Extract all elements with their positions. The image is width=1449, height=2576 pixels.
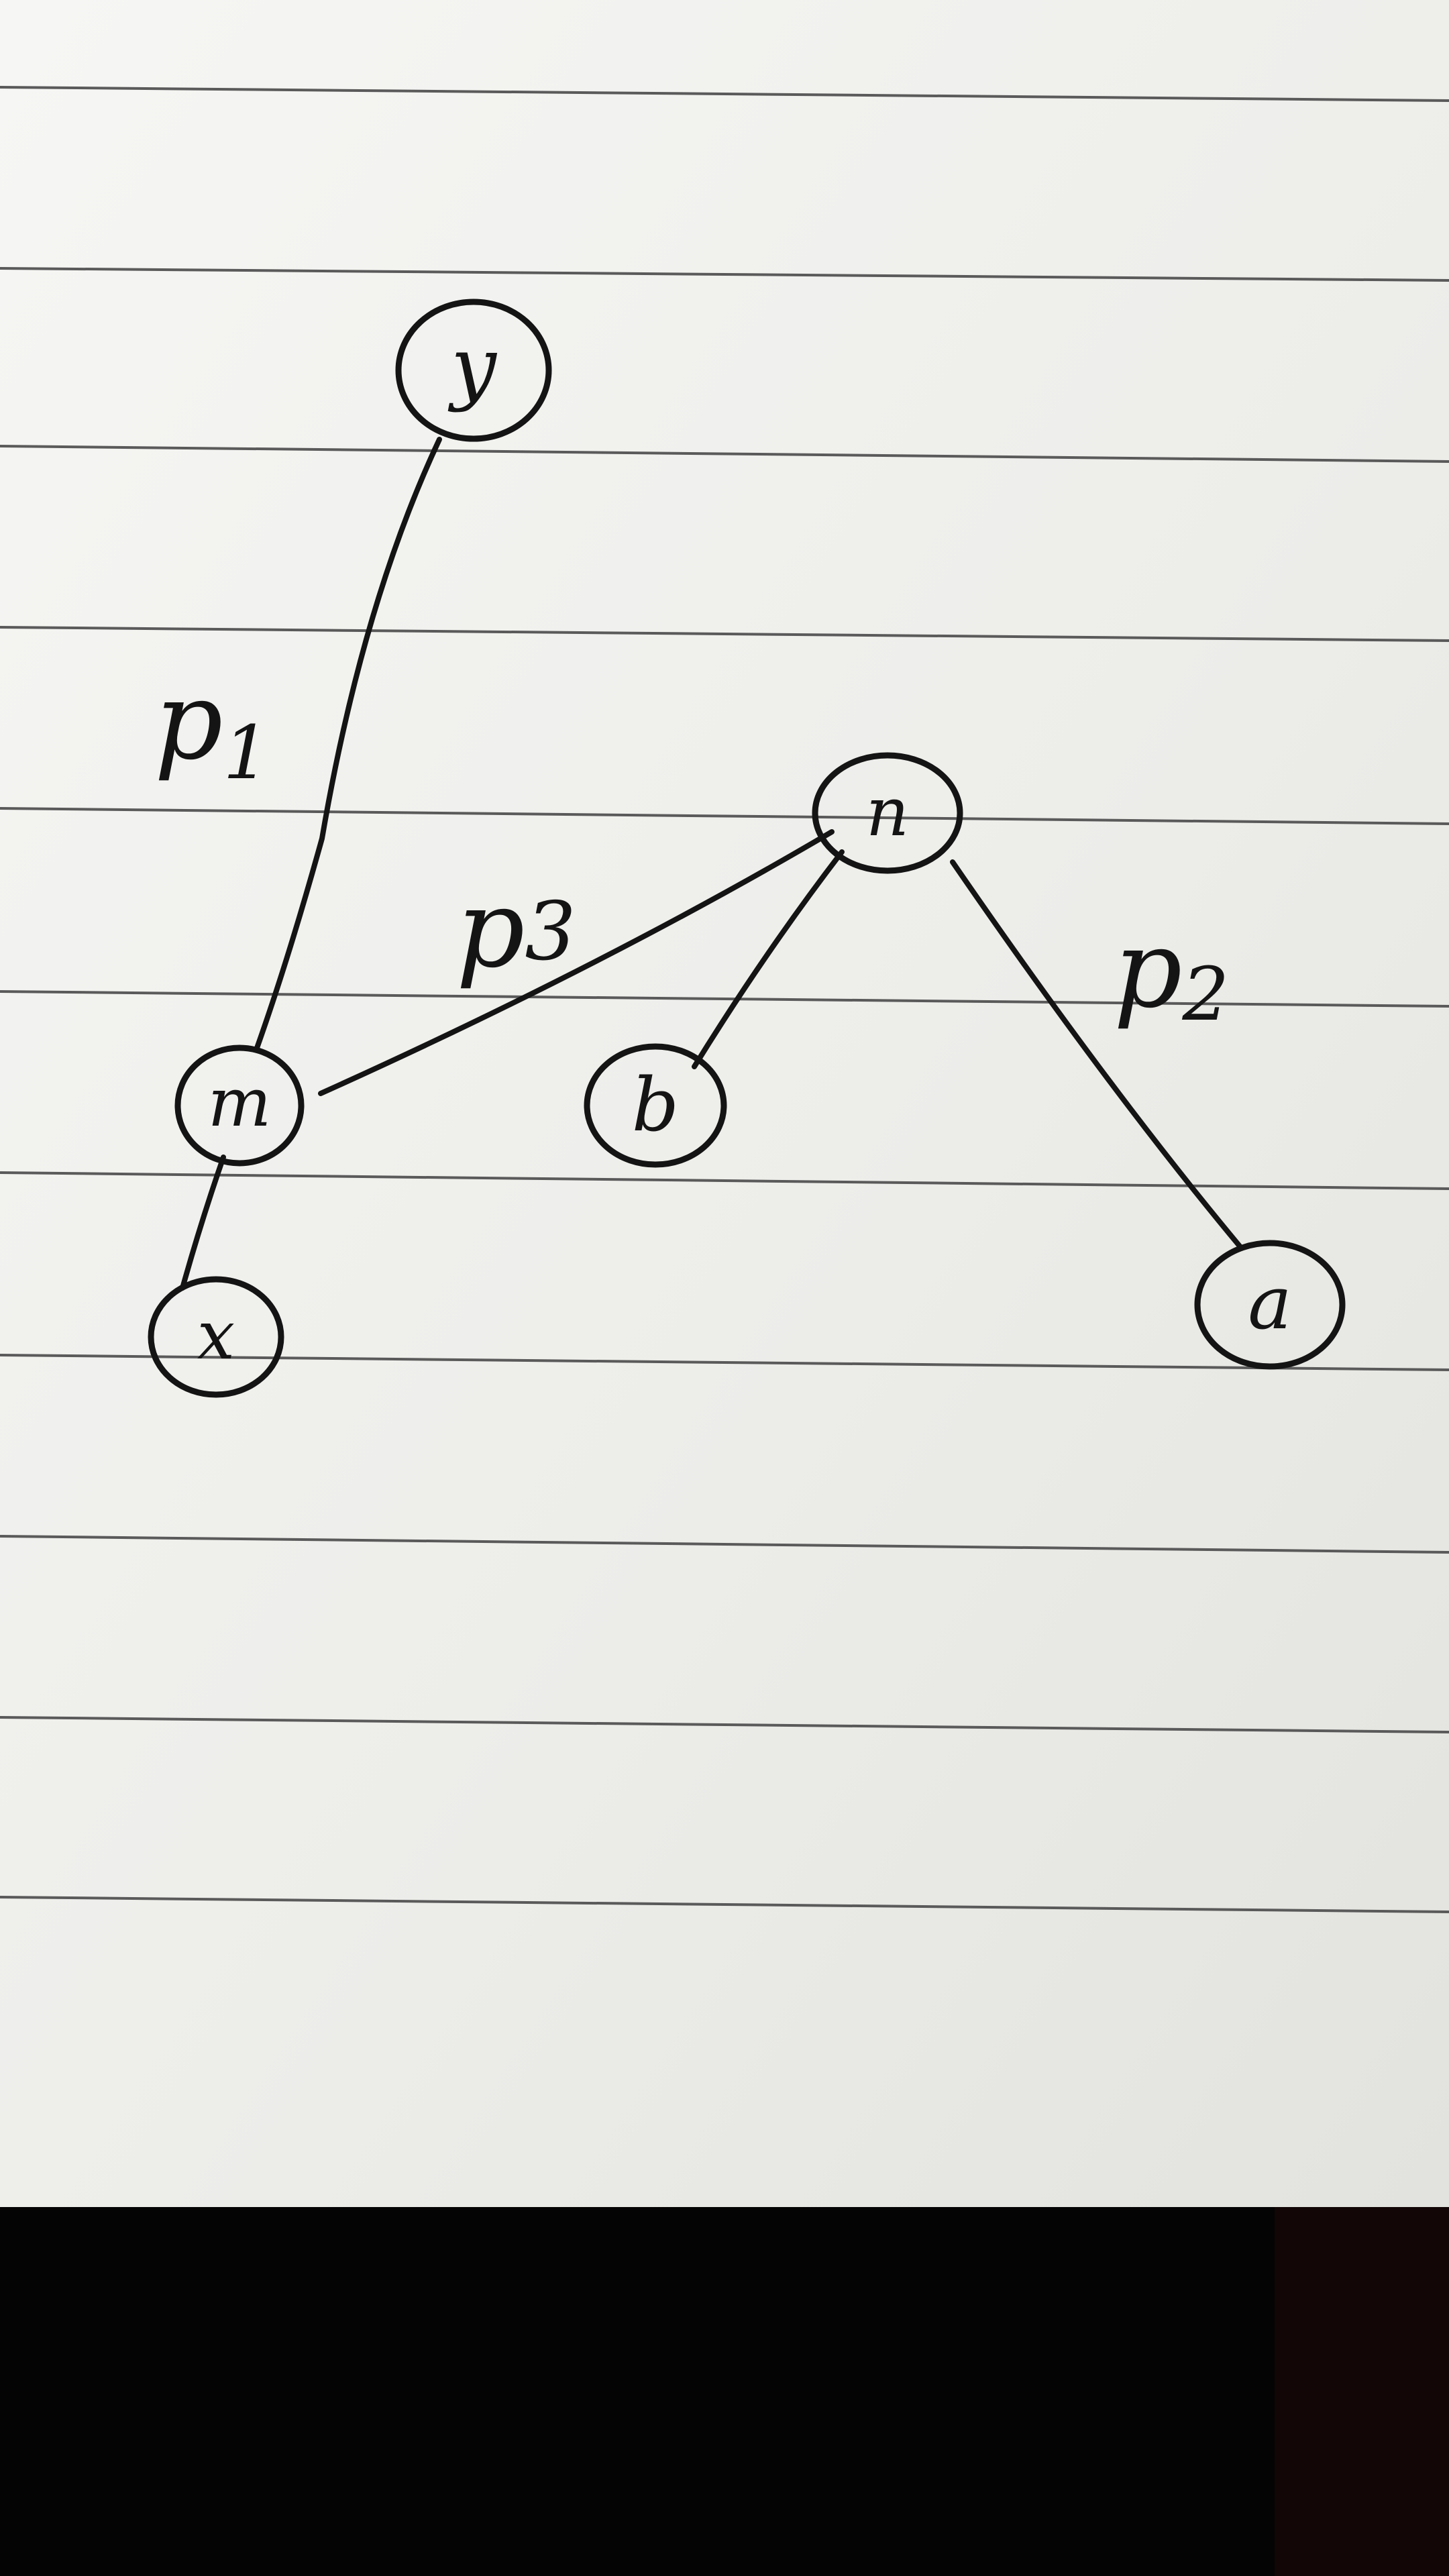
ruled-line: [0, 86, 1449, 102]
node-n-circle: [812, 752, 963, 874]
ruled-line: [0, 990, 1449, 1008]
node-a-label: a: [1248, 1260, 1292, 1346]
dark-background: [0, 2207, 1449, 2576]
edge-label-p2: p2: [1114, 906, 1229, 1037]
node-x-circle: [148, 1276, 284, 1398]
edge-y-m: [254, 437, 442, 1053]
node-labels: y m x n b a: [197, 321, 1292, 1375]
ruled-line: [0, 445, 1449, 463]
ruled-line: [0, 1171, 1449, 1190]
ruled-line: [0, 626, 1449, 642]
ruled-line: [0, 1535, 1449, 1554]
edge-label-p3: p3: [456, 866, 576, 991]
dark-background-reddish-corner: [1275, 2207, 1449, 2576]
node-n-label: n: [866, 773, 909, 851]
edge-n-a: [950, 859, 1244, 1250]
ruled-line: [0, 807, 1449, 825]
node-a-circle: [1194, 1240, 1346, 1370]
ruled-line: [0, 1896, 1449, 1913]
ruled-line: [0, 1716, 1449, 1733]
node-b-circle: [584, 1043, 727, 1168]
ruled-line: [0, 267, 1449, 282]
edge-m-n: [318, 829, 835, 1096]
ruled-lines: [0, 86, 1449, 1913]
nodes: [148, 299, 1346, 1398]
node-b-label: b: [632, 1062, 679, 1148]
node-y-circle: [395, 299, 552, 442]
edge-m-x: [180, 1155, 226, 1291]
node-m-label: m: [208, 1063, 272, 1142]
node-x-label: x: [197, 1296, 235, 1375]
edges: [180, 437, 1244, 1291]
edge-labels: p1 p3 p2: [154, 658, 1229, 1037]
edge-label-p1: p1: [154, 658, 270, 796]
node-y-label: y: [447, 321, 498, 414]
node-m-circle: [174, 1044, 305, 1167]
edge-n-b: [692, 849, 845, 1069]
ruled-line: [0, 1354, 1449, 1371]
